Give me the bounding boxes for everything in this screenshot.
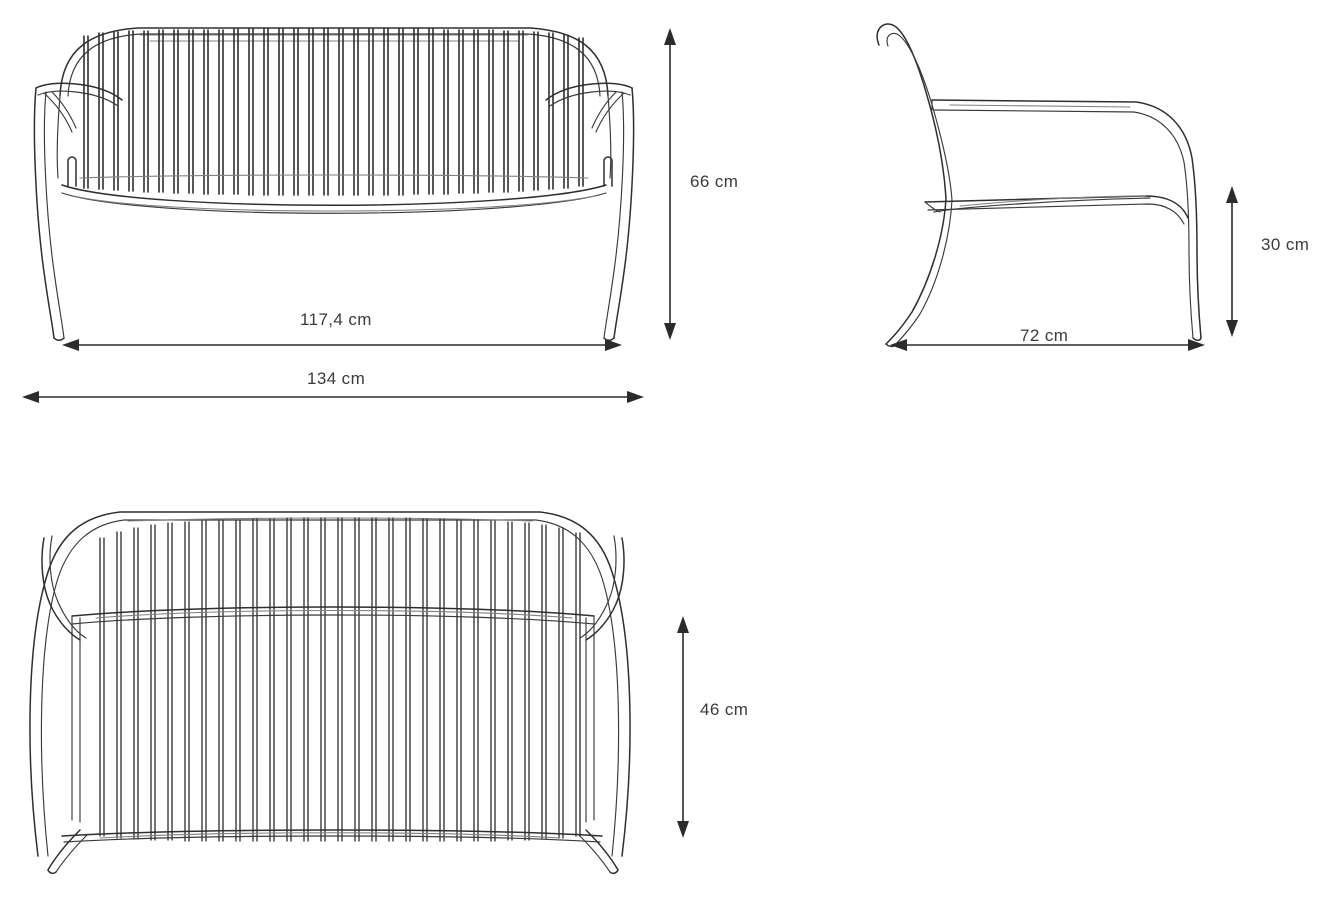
side-view <box>876 23 1202 348</box>
dimension-label-seat-width-117-4: 117,4 cm <box>300 310 372 329</box>
dimension-depth-72 <box>890 339 1205 351</box>
front-view <box>33 27 635 341</box>
dimension-label-depth-72: 72 cm <box>1020 326 1069 345</box>
dimension-overall-width-134 <box>22 391 644 403</box>
dimension-seat-width-117-4 <box>62 339 622 351</box>
dimension-label-height-66: 66 cm <box>690 172 739 191</box>
dimension-height-66 <box>664 28 676 340</box>
front-view-back-slats <box>83 28 584 196</box>
dimension-label-plan-depth-46: 46 cm <box>700 700 749 719</box>
dimension-plan-depth-46 <box>677 616 689 838</box>
dimension-label-seat-height-30: 30 cm <box>1261 235 1310 254</box>
top-view-slats <box>99 517 581 842</box>
dimension-seat-height-30 <box>1226 186 1238 337</box>
top-view <box>29 511 631 875</box>
dimension-label-overall-width-134: 134 cm <box>307 369 366 388</box>
